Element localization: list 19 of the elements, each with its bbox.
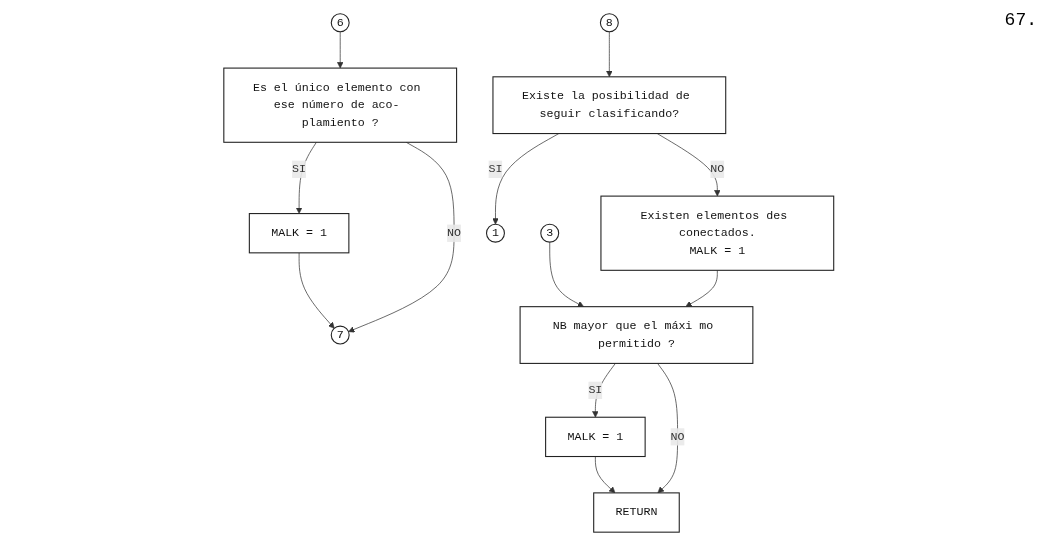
- node-circle: 1: [485, 223, 505, 243]
- edge-label: SI: [588, 383, 603, 397]
- node-circle: 6: [330, 13, 350, 33]
- edge-label: NO: [670, 430, 685, 444]
- node-box: MALK = 1: [544, 416, 646, 458]
- node-circle: 7: [330, 325, 350, 345]
- node-circle: 8: [599, 13, 619, 33]
- node-box: Es el único elemento con ese número de aco- plamiento ?: [223, 67, 457, 143]
- edge-label: NO: [446, 226, 461, 240]
- node-box: Existe la posibilidad de seguir clasificando?: [492, 76, 726, 135]
- node-box: RETURN: [592, 492, 680, 533]
- edge-label: SI: [291, 162, 306, 176]
- edge-label: NO: [710, 162, 725, 176]
- node-box: Existen elementos des conectados. MALK = 1: [600, 195, 834, 271]
- page-number: 67.: [1004, 10, 1037, 30]
- node-box: NB mayor que el máxi mo permitido ?: [519, 306, 754, 364]
- node-box: MALK = 1: [248, 213, 350, 254]
- edge-label: SI: [488, 162, 503, 176]
- node-circle: 3: [539, 223, 559, 243]
